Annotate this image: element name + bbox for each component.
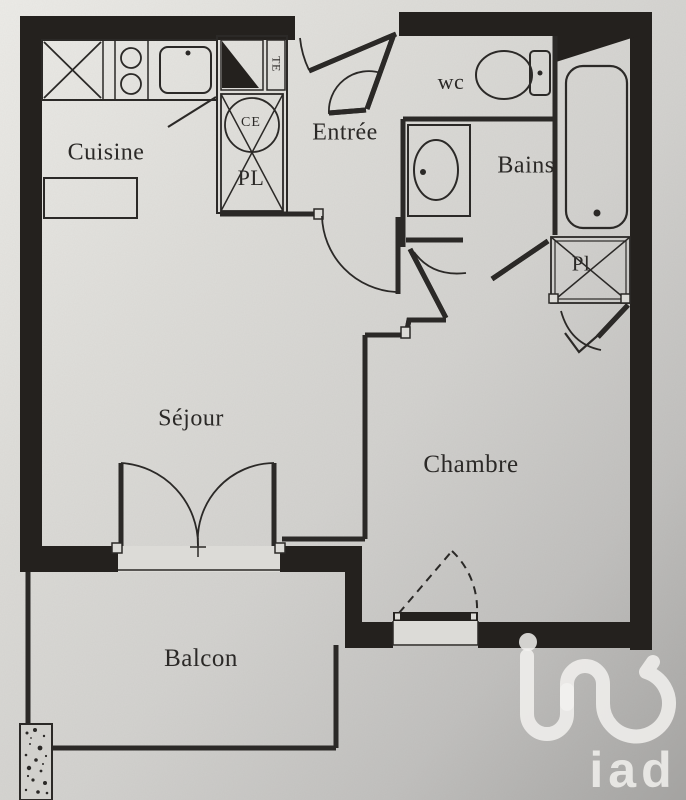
room-label-chambre: Chambre: [423, 451, 519, 478]
annotation-pl-upper: PL: [237, 165, 265, 190]
room-label-balcon: Balcon: [164, 645, 238, 672]
toilet-tank-icon: [529, 50, 551, 96]
annotation-te: TE: [269, 56, 284, 72]
bathtub-icon: [564, 64, 629, 230]
appliance-box-icon: [43, 41, 102, 99]
column-triangle: [222, 41, 259, 88]
balcony-pillar: [19, 723, 53, 800]
washbasin-icon: [413, 139, 459, 201]
iad-logo-text: iad: [589, 742, 677, 798]
te-niche: [266, 39, 286, 91]
toilet-bowl-icon: [475, 50, 533, 100]
room-label-sejour: Séjour: [158, 405, 224, 432]
sink-icon: [159, 46, 212, 94]
duct-triangle: [556, 36, 638, 62]
room-label-cuisine: Cuisine: [67, 139, 145, 166]
bedroom-window: [392, 612, 479, 646]
kitchen-counter-low: [43, 177, 138, 219]
kitchen-door-leaf: [167, 96, 217, 128]
cooktop-burner-icon: [120, 73, 142, 95]
utility-column: [216, 35, 288, 214]
closet-pl: [548, 236, 631, 304]
room-label-entree: Entrée: [312, 119, 378, 146]
washbasin-unit: [407, 124, 471, 217]
room-label-bains: Bains: [497, 152, 555, 179]
cooktop-burner-icon: [120, 47, 142, 69]
window-swing-dashed: [398, 550, 479, 614]
french-door-cross: [190, 538, 206, 557]
kitchen-fixtures: [41, 39, 218, 219]
bedroom-door-leaf-mark: [564, 329, 605, 354]
room-label-wc: wc: [437, 69, 465, 94]
bathroom-fixtures: [407, 50, 629, 230]
annotation-pl-closet: Pl: [571, 251, 591, 276]
annotation-ce: CE: [241, 115, 261, 130]
door-swing-arcs: [120, 37, 605, 614]
logo-i-dot: [519, 633, 537, 651]
bathtub-drain: [593, 209, 601, 217]
structural-walls: [20, 12, 652, 650]
water-heater-icon: [224, 97, 280, 153]
balcony-doorway: [118, 546, 280, 572]
iad-logo-mark: [519, 633, 676, 744]
